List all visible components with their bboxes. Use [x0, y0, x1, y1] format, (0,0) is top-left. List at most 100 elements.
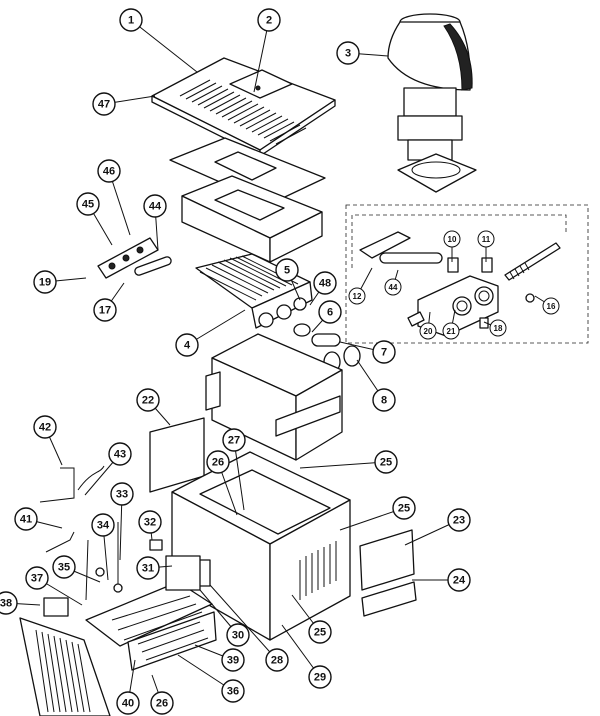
callout-circle	[318, 300, 342, 324]
callout-c25a: 25	[374, 450, 398, 474]
callout-c8: 8	[372, 388, 396, 412]
callout-number: 8	[381, 395, 387, 407]
callout-number: 28	[271, 655, 283, 667]
callout-number: 36	[227, 686, 239, 698]
callout-number: 19	[39, 277, 51, 289]
callout-i16: 16	[542, 297, 560, 315]
callout-number: 27	[228, 435, 240, 447]
callout-circle	[136, 388, 160, 412]
callout-c39: 39	[221, 648, 245, 672]
callout-number: 43	[114, 449, 126, 461]
callout-circle	[348, 287, 366, 305]
callout-number: 7	[381, 347, 387, 359]
callout-c34: 34	[91, 513, 115, 537]
callout-circle	[14, 507, 38, 531]
callout-number: 25	[398, 503, 410, 515]
leader-line-c25a	[299, 461, 387, 469]
callout-circle	[447, 508, 471, 532]
callout-c41: 41	[14, 507, 38, 531]
inset-detail-box	[345, 204, 589, 344]
callout-circle	[392, 496, 416, 520]
callout-c4: 4	[175, 333, 199, 357]
callout-number: 22	[142, 395, 154, 407]
callout-number: 46	[103, 166, 115, 178]
callout-c28: 28	[265, 648, 289, 672]
callout-number: 11	[482, 235, 491, 244]
callout-circle	[308, 620, 332, 644]
callout-c23: 23	[447, 508, 471, 532]
callout-number: 4	[184, 340, 191, 352]
callout-number: 44	[389, 283, 398, 292]
callout-circle	[447, 568, 471, 592]
callout-i11: 11	[477, 230, 495, 248]
leader-line-c1	[130, 19, 198, 73]
callout-circle	[93, 298, 117, 322]
callout-c25b: 25	[392, 496, 416, 520]
callout-number: 1	[128, 15, 134, 27]
burner-tray	[43, 555, 217, 671]
callout-circle	[91, 513, 115, 537]
callout-c48: 48	[313, 271, 337, 295]
callout-circle	[33, 415, 57, 439]
callout-circle	[110, 482, 134, 506]
callout-circle	[419, 322, 437, 340]
callout-circle	[221, 648, 245, 672]
callout-c35: 35	[52, 555, 76, 579]
callout-c45: 45	[76, 192, 100, 216]
callout-circle	[97, 159, 121, 183]
top-cover-panel	[151, 57, 336, 157]
callout-number: 6	[327, 307, 333, 319]
leader-lines	[5, 19, 552, 704]
side-panels	[359, 529, 417, 617]
callout-circle	[442, 322, 460, 340]
callout-c2: 2	[257, 8, 281, 32]
callout-c29: 29	[308, 665, 332, 689]
callout-circle	[116, 691, 140, 715]
callout-i10: 10	[443, 230, 461, 248]
callout-c40: 40	[116, 691, 140, 715]
callout-number: 12	[353, 292, 362, 301]
callout-c3: 3	[336, 41, 360, 65]
combustion-chamber	[205, 333, 343, 461]
callout-c27: 27	[222, 428, 246, 452]
callout-circle	[138, 510, 162, 534]
callout-c7: 7	[372, 340, 396, 364]
callout-c31: 31	[136, 556, 160, 580]
callout-circle	[372, 388, 396, 412]
callout-number: 20	[424, 327, 433, 336]
callout-c6: 6	[318, 300, 342, 324]
callout-number: 42	[39, 422, 51, 434]
callout-c36: 36	[221, 679, 245, 703]
callout-number: 45	[82, 199, 94, 211]
callout-number: 40	[122, 698, 134, 710]
callout-circle	[25, 566, 49, 590]
callout-circle	[92, 92, 116, 116]
callout-number: 5	[284, 265, 290, 277]
callout-circle	[226, 623, 250, 647]
callout-number: 38	[0, 598, 12, 610]
callout-circle	[175, 333, 199, 357]
callout-circle	[52, 555, 76, 579]
callout-circle	[221, 679, 245, 703]
callout-number: 34	[97, 520, 110, 532]
callout-c37: 37	[25, 566, 49, 590]
callout-i44: 44	[384, 278, 402, 296]
callout-c17: 17	[93, 298, 117, 322]
callout-i21: 21	[442, 322, 460, 340]
fittings	[293, 323, 361, 373]
callout-number: 23	[453, 515, 465, 527]
callout-number: 24	[453, 575, 466, 587]
callout-c25c: 25	[308, 620, 332, 644]
callout-c46: 46	[97, 159, 121, 183]
callout-number: 33	[116, 489, 128, 501]
callout-circle	[76, 192, 100, 216]
callout-circle	[275, 258, 299, 282]
callout-number: 31	[142, 563, 154, 575]
callout-c22: 22	[136, 388, 160, 412]
callout-c26a: 26	[206, 450, 230, 474]
callout-circle	[0, 591, 18, 615]
leader-line-c28	[209, 584, 278, 661]
callout-number: 29	[314, 672, 326, 684]
